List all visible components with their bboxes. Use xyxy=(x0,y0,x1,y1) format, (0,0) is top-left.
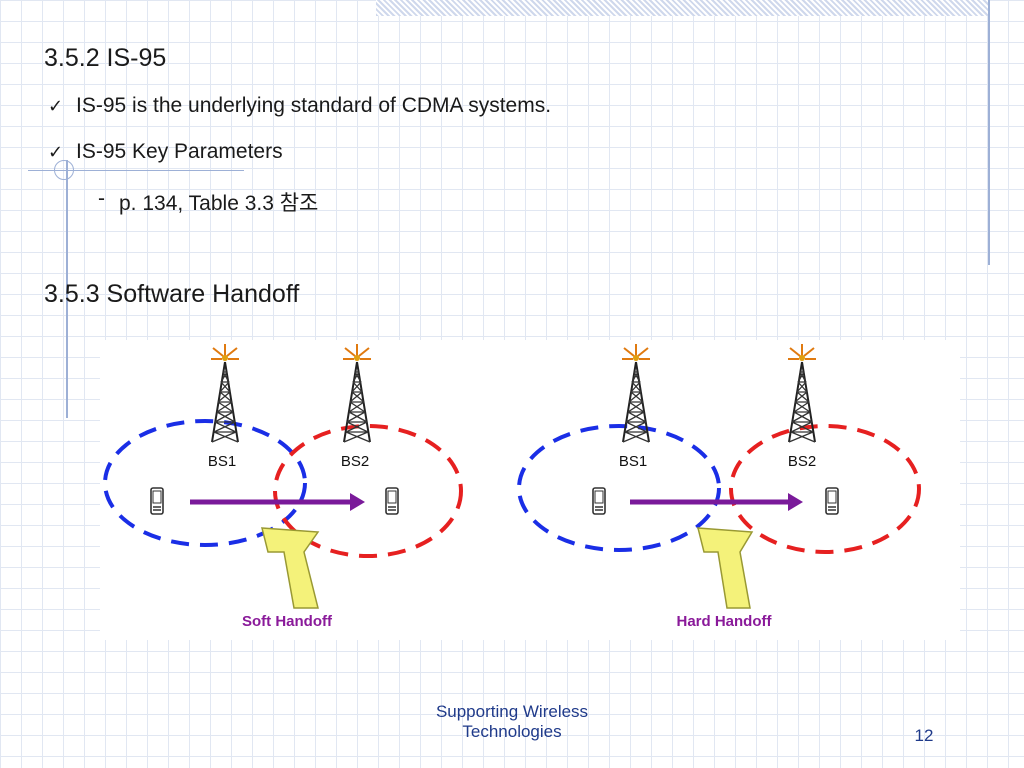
movement-arrow-head xyxy=(788,493,803,511)
bs1-coverage-circle xyxy=(517,424,721,552)
mobile-phone-icon xyxy=(592,487,606,515)
subbullet-dash: - xyxy=(98,187,105,210)
bs1-coverage-circle xyxy=(103,419,307,547)
decorative-horizontal-line xyxy=(28,170,244,171)
check-icon: ✓ xyxy=(48,142,64,163)
bs2-tower-icon xyxy=(342,343,372,443)
decorative-vertical-line-right xyxy=(988,0,990,265)
hard-handoff-caption: Hard Handoff xyxy=(677,613,773,630)
check-icon: ✓ xyxy=(48,96,64,117)
bs1-tower-icon xyxy=(210,343,240,443)
mobile-phone-icon xyxy=(385,487,399,515)
subbullet-table-reference: p. 134, Table 3.3 참조 xyxy=(119,192,319,215)
hard-handoff-arrow xyxy=(697,527,754,609)
footer-title-line2: Technologies xyxy=(462,722,562,741)
heading-software-handoff: 3.5.3 Software Handoff xyxy=(44,280,300,308)
footer-title: Supporting Wireless Technologies xyxy=(402,702,622,742)
soft-bs2-label: BS2 xyxy=(341,453,369,470)
bs1-tower-icon xyxy=(621,343,651,443)
decorative-circle-mark xyxy=(54,160,74,180)
footer-title-line1: Supporting Wireless xyxy=(435,702,589,721)
mobile-phone-icon xyxy=(825,487,839,515)
page-number: 12 xyxy=(914,726,934,745)
bullet-is95-key-parameters: IS-95 Key Parameters xyxy=(76,140,283,163)
bs2-coverage-circle xyxy=(273,424,463,558)
handoff-diagram: BS1 BS2 Soft Handoff BS1 BS2 Hard Handof… xyxy=(100,340,960,640)
bs2-tower-icon xyxy=(787,343,817,443)
handoff-diagram-svg: BS1 BS2 Soft Handoff BS1 BS2 Hard Handof… xyxy=(103,343,921,630)
heading-is95: 3.5.2 IS-95 xyxy=(44,44,167,72)
bullet-is95-standard: IS-95 is the underlying standard of CDMA… xyxy=(76,94,552,117)
mobile-phone-icon xyxy=(150,487,164,515)
soft-handoff-arrow xyxy=(261,527,320,609)
soft-handoff-caption: Soft Handoff xyxy=(242,613,333,630)
bs2-coverage-circle xyxy=(729,424,921,554)
movement-arrow-head xyxy=(350,493,365,511)
hard-bs2-label: BS2 xyxy=(788,453,816,470)
top-decorative-band xyxy=(376,0,990,16)
hard-bs1-label: BS1 xyxy=(619,453,647,470)
soft-bs1-label: BS1 xyxy=(208,453,236,470)
decorative-vertical-line-left xyxy=(66,160,68,418)
